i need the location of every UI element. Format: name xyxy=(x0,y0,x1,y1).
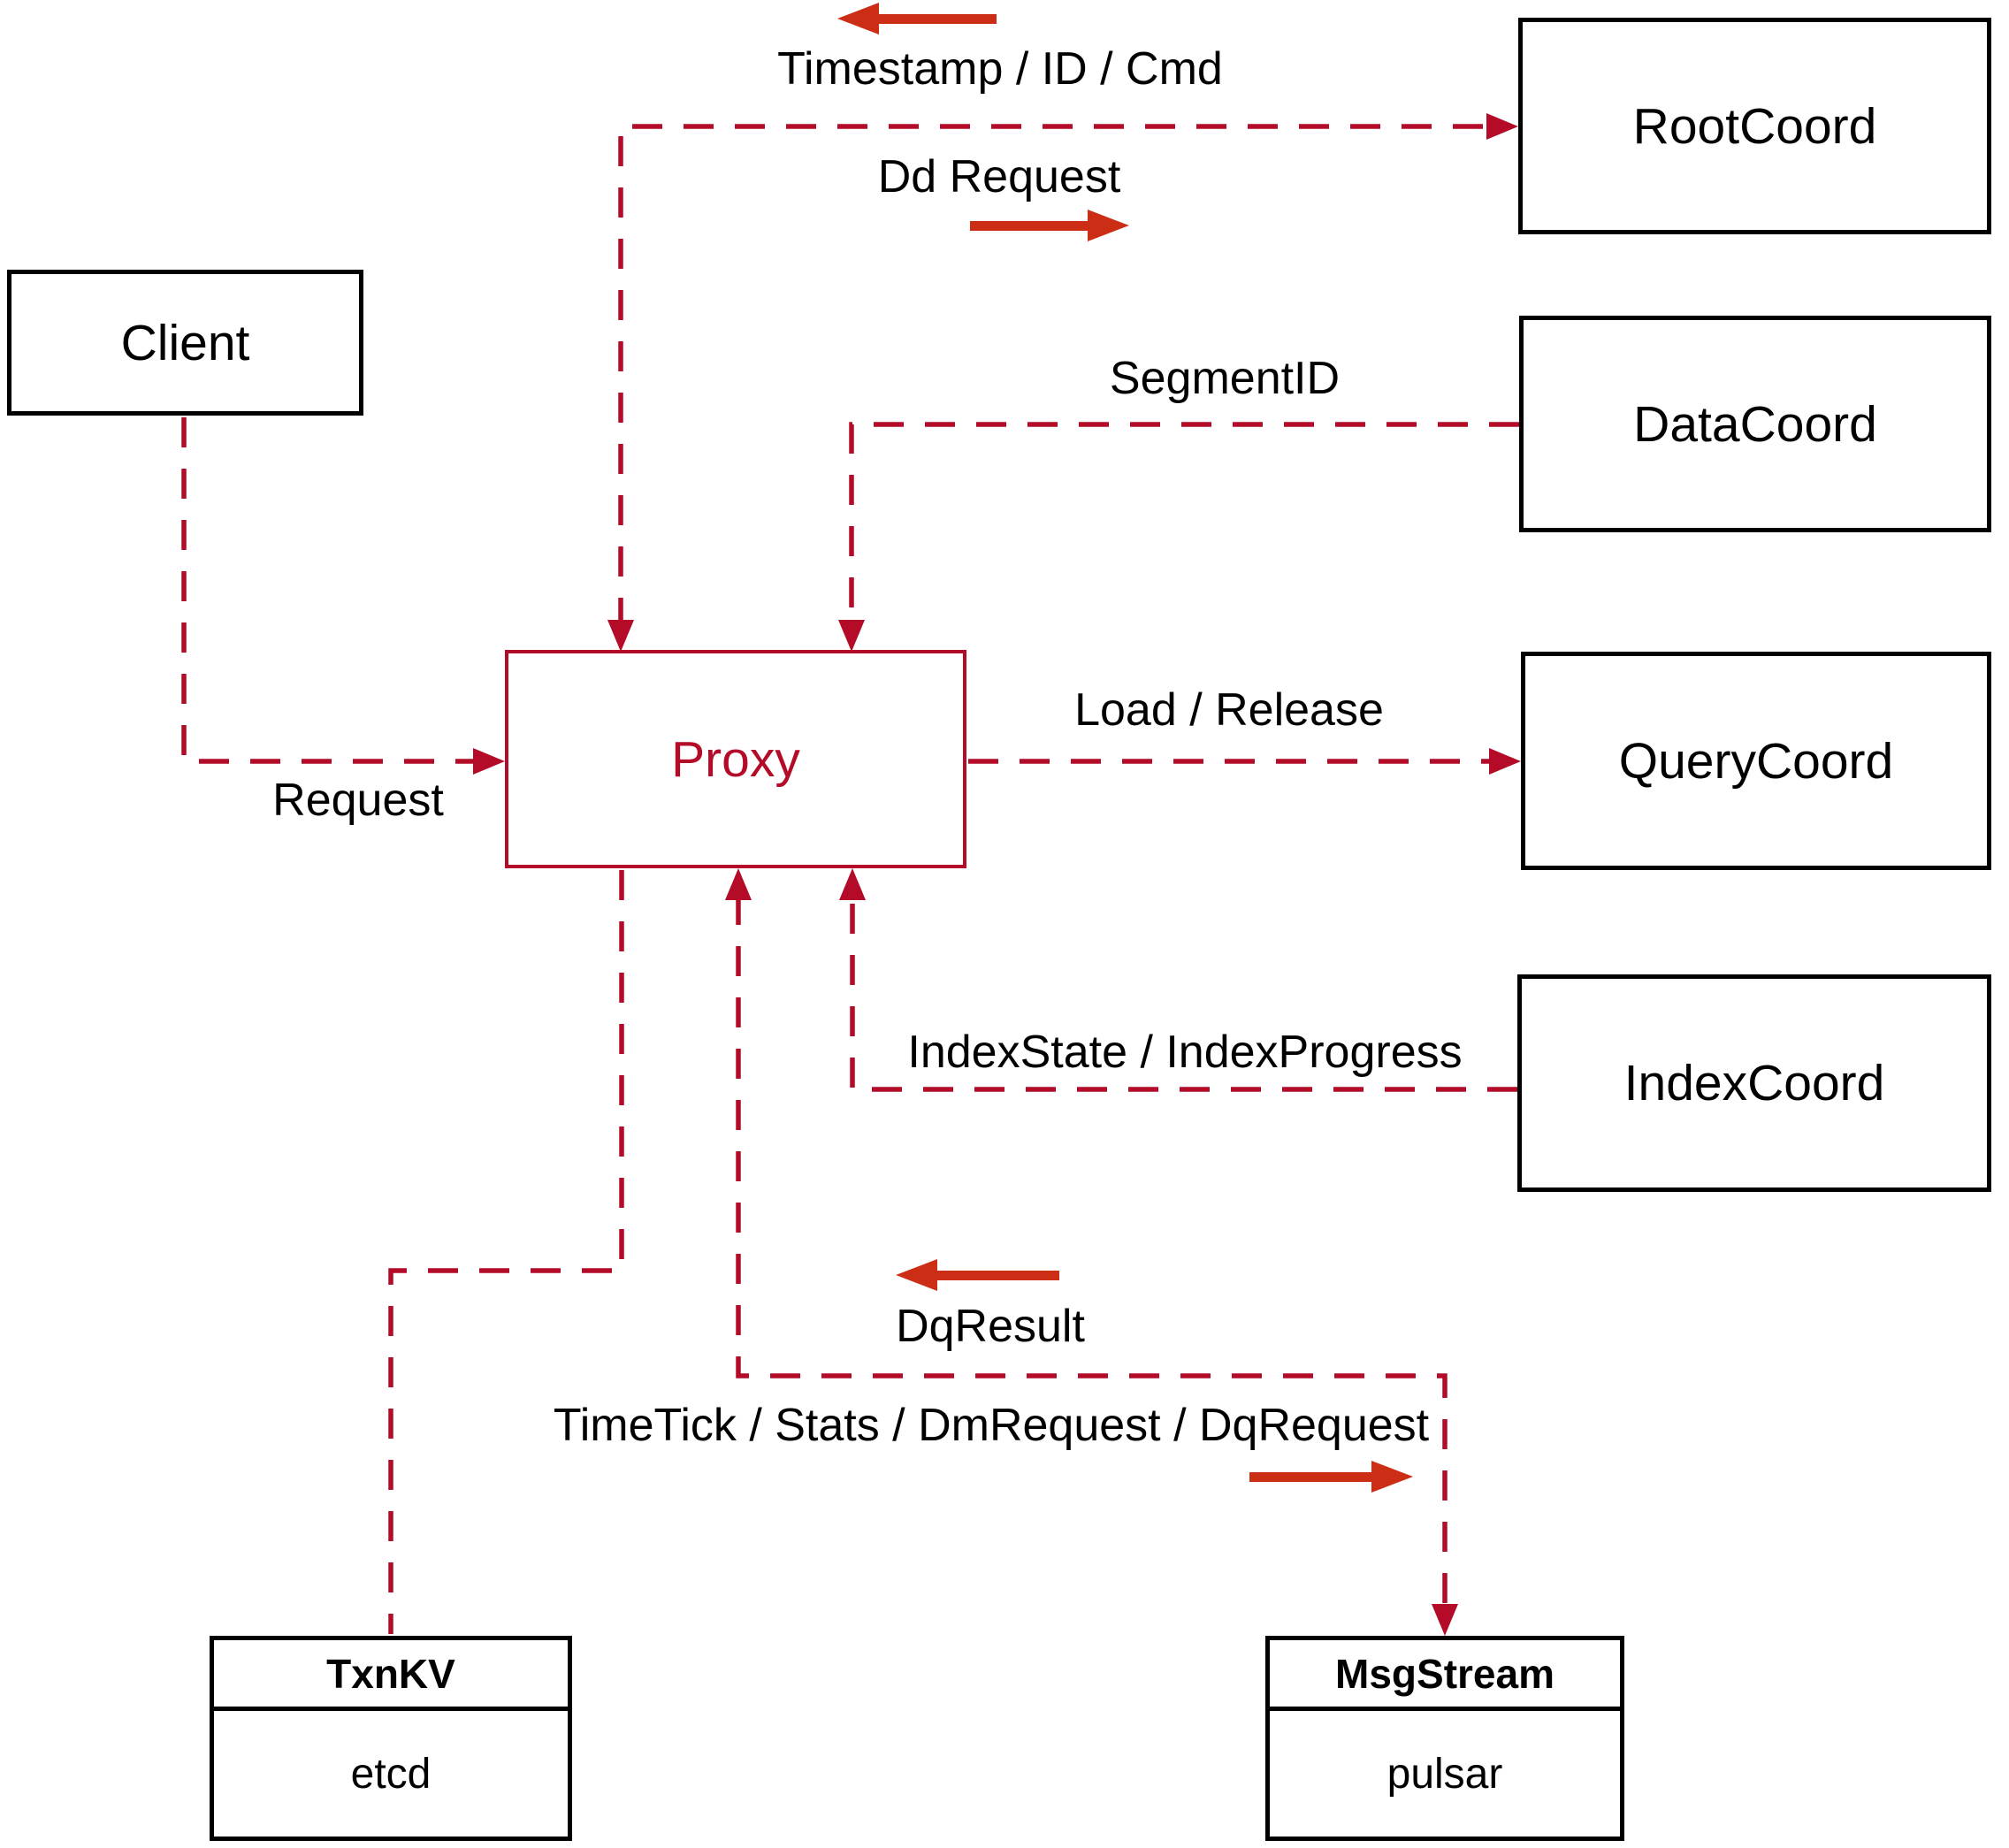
edge-label-index-state: IndexState / IndexProgress xyxy=(907,1027,1463,1078)
node-indexcoord: IndexCoord xyxy=(1517,974,1991,1192)
arrowhead-into-proxy-top-right xyxy=(838,620,865,652)
node-txnkv-title: TxnKV xyxy=(214,1640,568,1711)
edge-label-request: Request xyxy=(272,775,444,826)
edge-label-dd-request: Dd Request xyxy=(877,151,1121,202)
edge-indexcoord-proxy-path xyxy=(850,895,1517,1092)
direction-arrow-dd-request-right xyxy=(970,210,1129,241)
arrowhead-into-proxy-bottom-mid xyxy=(725,868,752,900)
edge-label-segment-id: SegmentID xyxy=(1109,353,1341,404)
arrowhead-into-msgstream xyxy=(1432,1604,1458,1636)
edge-label-dq-result: DqResult xyxy=(896,1301,1085,1352)
arrowhead-into-proxy-top-left xyxy=(607,620,634,652)
node-proxy: Proxy xyxy=(505,650,966,868)
node-client: Client xyxy=(7,270,363,416)
node-rootcoord: RootCoord xyxy=(1518,18,1991,234)
node-rootcoord-label: RootCoord xyxy=(1632,97,1877,155)
node-client-label: Client xyxy=(120,314,250,371)
node-msgstream: MsgStream pulsar xyxy=(1265,1636,1624,1841)
arrowhead-into-rootcoord xyxy=(1486,113,1518,140)
node-datacoord: DataCoord xyxy=(1519,316,1991,532)
node-querycoord-label: QueryCoord xyxy=(1618,732,1894,790)
edge-label-timestamp-id-cmd: Timestamp / ID / Cmd xyxy=(777,43,1223,95)
edge-datacoord-proxy-path xyxy=(849,422,1519,628)
direction-arrow-timetick-right xyxy=(1249,1461,1413,1493)
node-indexcoord-label: IndexCoord xyxy=(1623,1055,1885,1111)
arrowhead-into-proxy-left xyxy=(473,748,505,775)
direction-arrow-dqresult-left xyxy=(896,1259,1059,1291)
edge-client-proxy-path xyxy=(181,417,480,764)
direction-arrow-timestamp-left xyxy=(837,3,997,34)
edge-proxy-rootcoord-path xyxy=(618,124,1494,628)
arrowhead-into-querycoord xyxy=(1489,748,1521,775)
node-msgstream-value: pulsar xyxy=(1386,1750,1503,1798)
edge-label-load-release: Load / Release xyxy=(1074,684,1384,736)
node-msgstream-title: MsgStream xyxy=(1270,1640,1620,1711)
node-txnkv-value: etcd xyxy=(350,1750,432,1798)
node-proxy-label: Proxy xyxy=(671,730,800,788)
edge-proxy-msgstream-path xyxy=(736,895,1448,1609)
node-querycoord: QueryCoord xyxy=(1521,652,1991,870)
node-txnkv: TxnKV etcd xyxy=(210,1636,572,1841)
edge-label-time-tick: TimeTick / Stats / DmRequest / DqRequest xyxy=(553,1400,1430,1451)
edge-proxy-txnkv-path xyxy=(388,870,624,1634)
node-datacoord-label: DataCoord xyxy=(1633,395,1877,453)
arrowhead-into-proxy-bottom-right xyxy=(839,868,866,900)
